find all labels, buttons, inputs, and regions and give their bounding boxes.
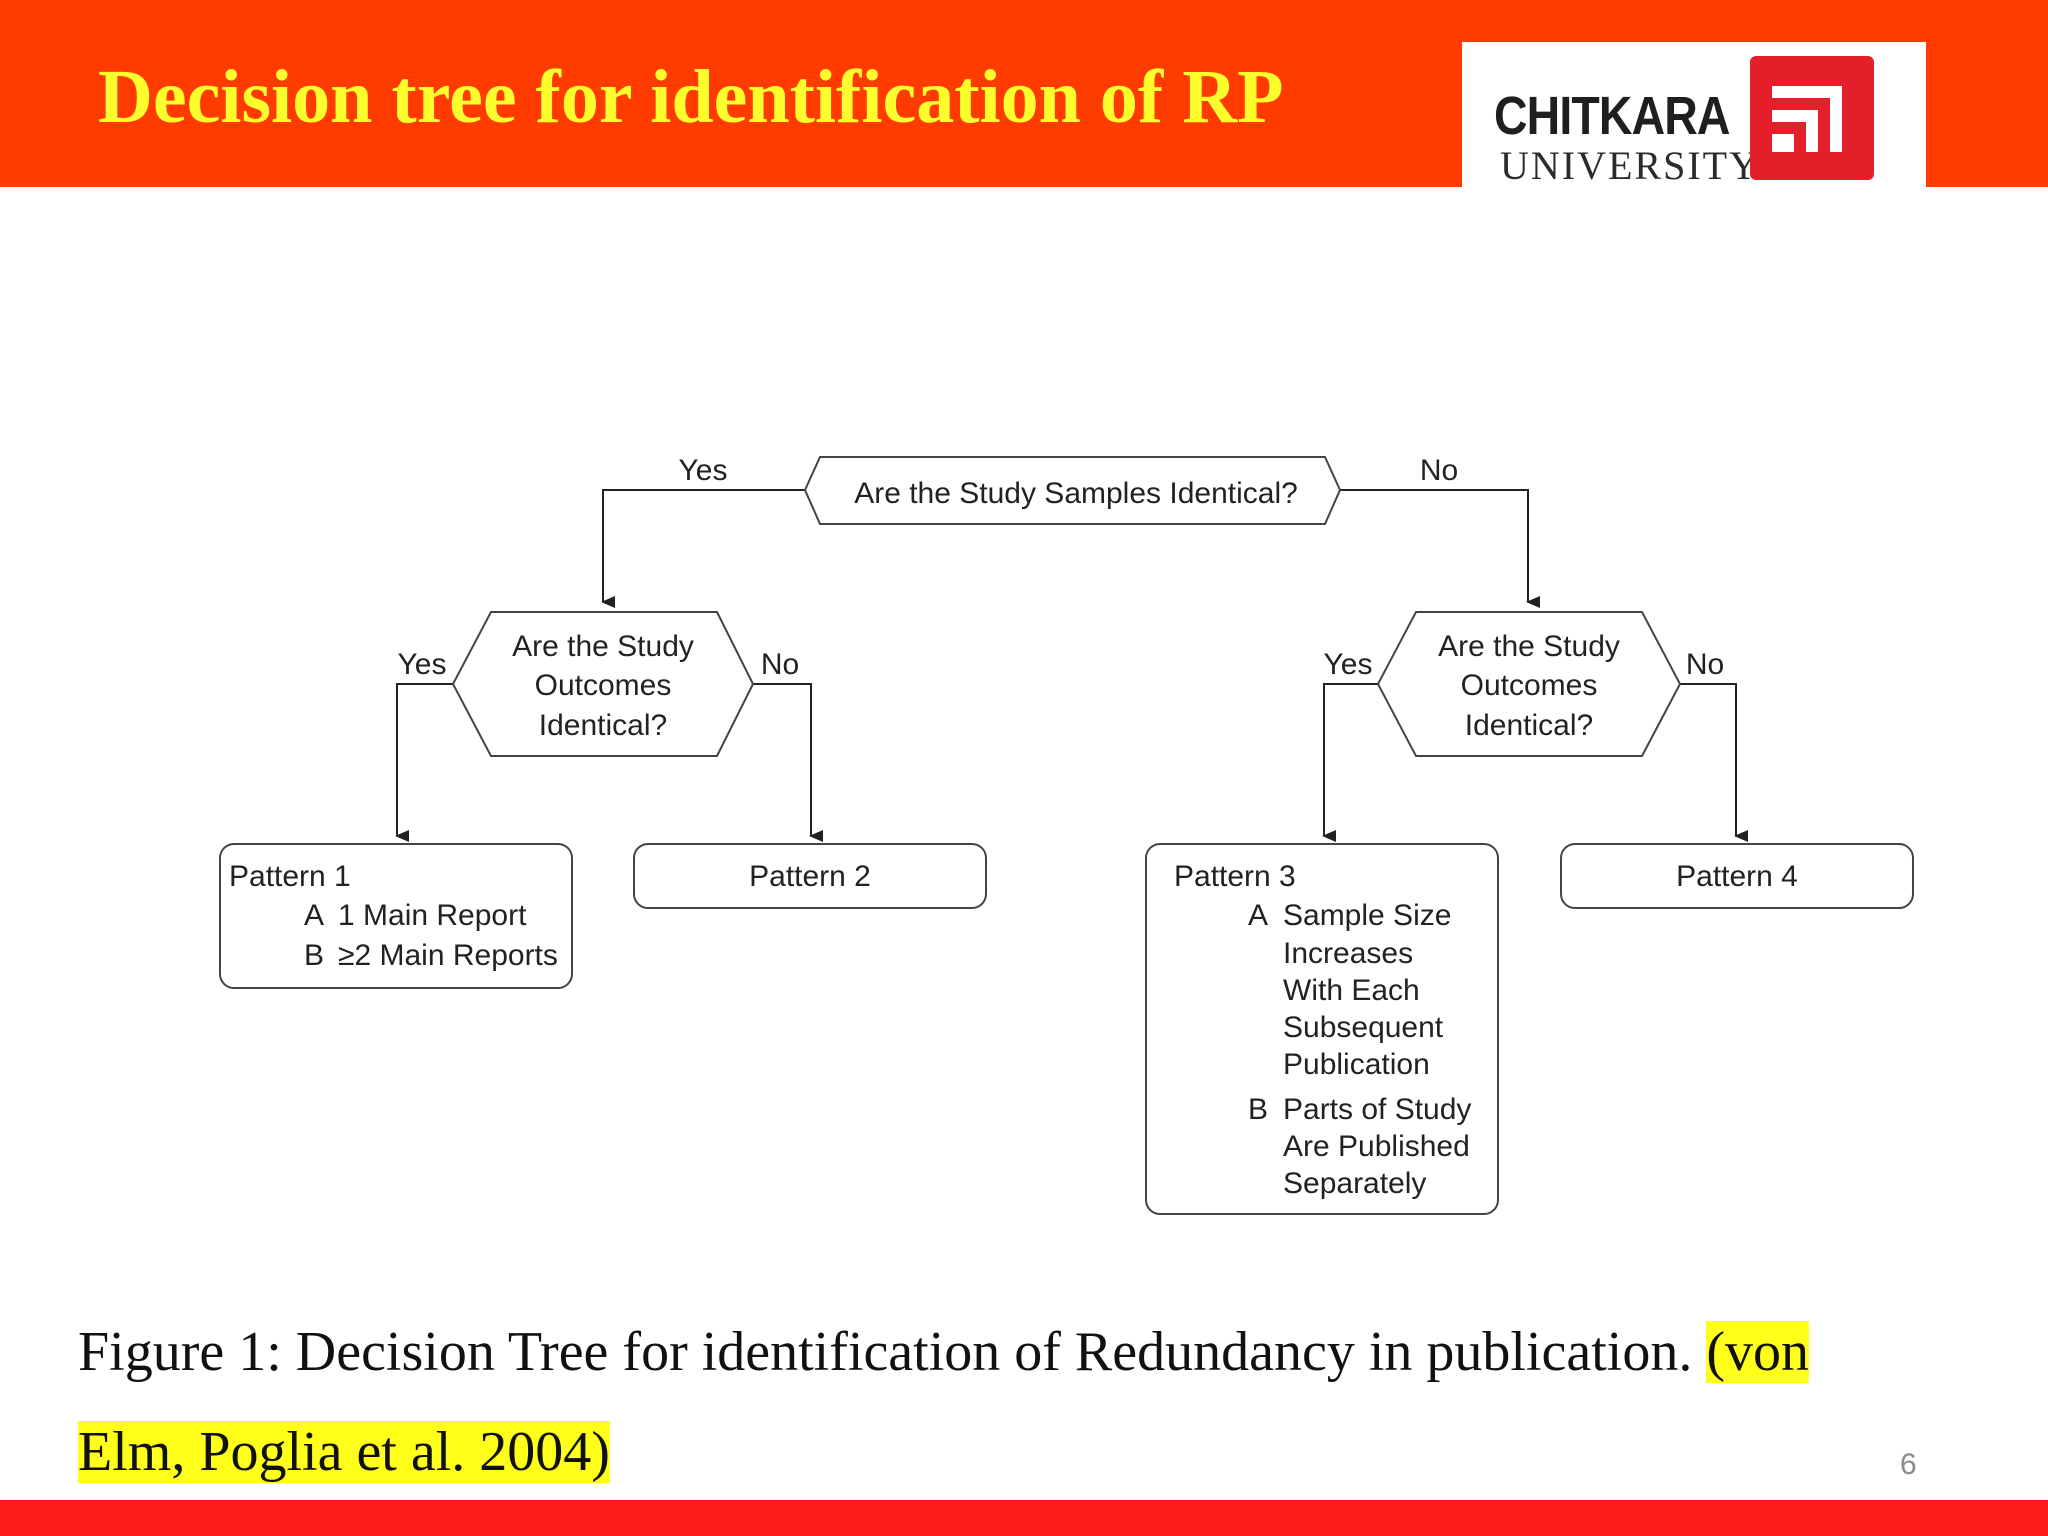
edge-samples-no xyxy=(1340,489,1540,608)
pattern-3-item-a-line4: Subsequent xyxy=(1283,1011,1444,1044)
pattern-1-box: Pattern 1 A 1 Main Report B ≥2 Main Repo… xyxy=(219,843,573,989)
pattern-1-title: Pattern 1 xyxy=(229,860,351,893)
decision-outcomes-left-line3: Identical? xyxy=(539,709,667,742)
pattern-3-item-b-marker: B xyxy=(1248,1093,1268,1126)
footer-bar xyxy=(0,1500,2048,1536)
pattern-3-item-a-line5: Publication xyxy=(1283,1048,1430,1081)
pattern-1-item-b-marker: B xyxy=(304,939,324,972)
pattern-3-item-a-line3: With Each xyxy=(1283,974,1420,1007)
pattern-4-box: Pattern 4 xyxy=(1560,843,1914,909)
university-logo: CHITKARA UNIVERSITY xyxy=(1462,42,1926,192)
decision-outcomes-left-line1: Are the Study xyxy=(512,630,694,663)
edge-label-left-no: No xyxy=(761,648,799,681)
edge-right-no xyxy=(1680,683,1748,842)
edge-right-yes xyxy=(1322,683,1378,842)
decision-outcomes-left: Are the Study Outcomes Identical? xyxy=(451,611,755,757)
pattern-1-item-b-text: ≥2 Main Reports xyxy=(338,939,558,972)
pattern-3-item-a-line1: Sample Size xyxy=(1283,899,1451,932)
pattern-2-box: Pattern 2 xyxy=(633,843,987,909)
figure-caption: Figure 1: Decision Tree for identificati… xyxy=(78,1302,1878,1502)
logo-subtitle: UNIVERSITY xyxy=(1500,143,1760,188)
logo-wordmark: CHITKARA xyxy=(1494,86,1730,146)
caption-citation-part1: (von xyxy=(1706,1321,1810,1383)
caption-text: Figure 1: Decision Tree for identificati… xyxy=(78,1321,1707,1383)
edge-label-right-yes: Yes xyxy=(1324,648,1373,681)
decision-samples-label: Are the Study Samples Identical? xyxy=(854,477,1298,510)
decision-samples-identical: Are the Study Samples Identical? xyxy=(803,456,1342,525)
pattern-2-title: Pattern 2 xyxy=(749,860,871,893)
pattern-3-title: Pattern 3 xyxy=(1174,860,1296,893)
caption-citation-part2: Elm, Poglia et al. 2004) xyxy=(78,1421,610,1483)
pattern-3-item-b-line3: Separately xyxy=(1283,1167,1426,1200)
pattern-3-box: Pattern 3 A Sample Size Increases With E… xyxy=(1145,843,1499,1215)
pattern-3-item-a-marker: A xyxy=(1248,899,1268,932)
page-number: 6 xyxy=(1900,1448,1917,1481)
edge-left-yes xyxy=(395,683,453,842)
decision-tree-diagram: Yes No Yes No Yes No Are the Study Sampl… xyxy=(219,454,1914,1215)
edge-samples-yes xyxy=(601,489,805,608)
decision-outcomes-right-line1: Are the Study xyxy=(1438,630,1620,663)
edge-label-samples-yes: Yes xyxy=(679,454,728,487)
pattern-3-item-b-line2: Are Published xyxy=(1283,1130,1470,1163)
decision-outcomes-left-line2: Outcomes xyxy=(535,669,672,702)
edge-left-no xyxy=(753,683,823,842)
slide-title: Decision tree for identification of RP xyxy=(98,55,1284,139)
pattern-3-item-a-line2: Increases xyxy=(1283,937,1413,970)
decision-outcomes-right-line3: Identical? xyxy=(1465,709,1593,742)
pattern-1-item-a-text: 1 Main Report xyxy=(338,899,527,932)
pattern-1-item-a-marker: A xyxy=(304,899,324,932)
edge-label-left-yes: Yes xyxy=(398,648,447,681)
connectors xyxy=(395,489,1748,842)
edge-label-samples-no: No xyxy=(1420,454,1458,487)
pattern-4-title: Pattern 4 xyxy=(1676,860,1798,893)
logo-mark-icon xyxy=(1750,56,1874,180)
pattern-3-item-b-line1: Parts of Study xyxy=(1283,1093,1471,1126)
decision-outcomes-right-line2: Outcomes xyxy=(1461,669,1598,702)
decision-outcomes-right: Are the Study Outcomes Identical? xyxy=(1376,611,1682,757)
edge-label-right-no: No xyxy=(1686,648,1724,681)
